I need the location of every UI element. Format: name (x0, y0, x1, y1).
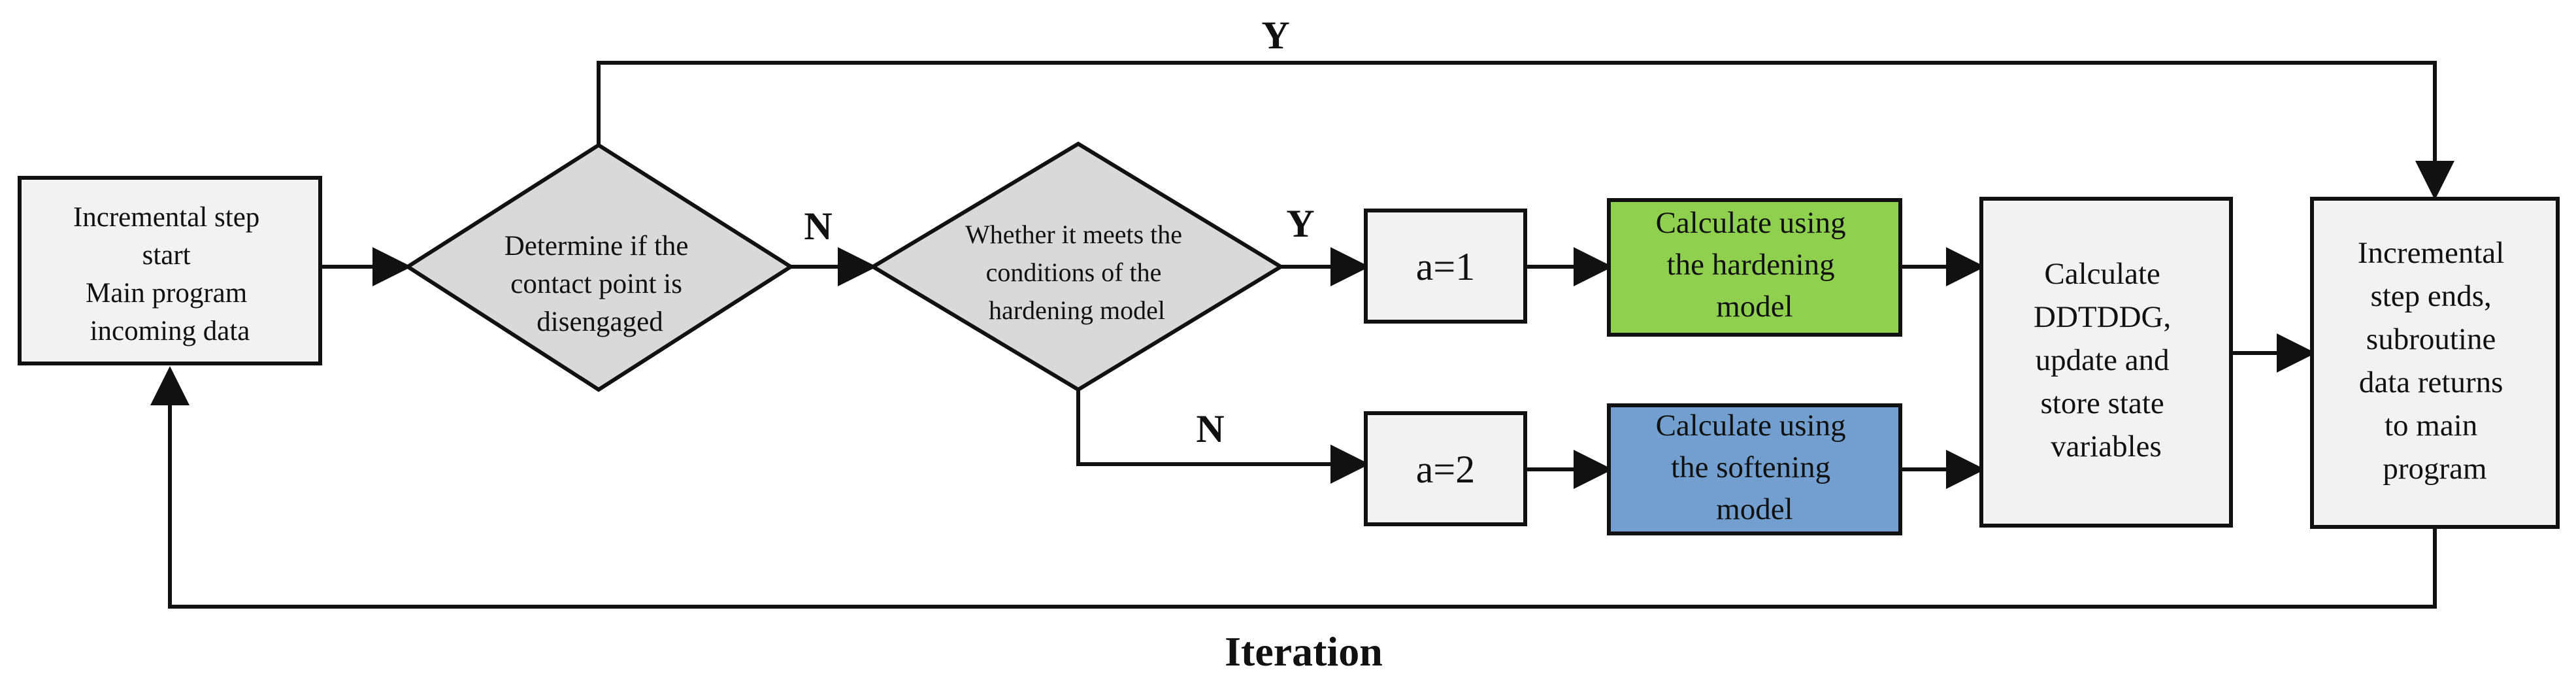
start-text: Incremental step start Main program inco… (73, 202, 267, 346)
edge-label-contact-no: N (804, 205, 832, 248)
edge-label-hardening-no: N (1196, 407, 1224, 450)
node-a2: a=2 (1364, 411, 1527, 526)
node-softening-calc: Calculate using the softening model (1607, 403, 1902, 535)
a1-text: a=1 (1416, 245, 1475, 288)
contact-decision-diamond (404, 143, 795, 392)
loop-label-iteration: Iteration (1225, 628, 1383, 675)
softening-calc-box (1607, 403, 1902, 535)
contact-decision-text: Determine if the contact point is diseng… (504, 231, 696, 337)
end-text: Incremental step ends, subroutine data r… (2358, 236, 2512, 486)
hardening-decision-diamond (869, 141, 1285, 392)
hardening-calc-text: Calculate using the hardening model (1656, 206, 1854, 324)
node-start: Incremental step start Main program inco… (18, 176, 322, 365)
node-update-state: Calculate DDTDDG, update and store state… (1979, 197, 2233, 528)
update-state-text: Calculate DDTDDG, update and store state… (2034, 257, 2179, 463)
softening-calc-text: Calculate using the softening model (1656, 409, 1854, 526)
edge-iteration-loop (150, 366, 2437, 609)
node-a1: a=1 (1364, 209, 1527, 324)
edge-hardening-no (1076, 390, 1370, 484)
a2-text: a=2 (1416, 448, 1475, 491)
edge-label-hardening-yes: Y (1286, 202, 1314, 245)
node-hardening-calc: Calculate using the hardening model (1607, 198, 1902, 337)
a1-box (1364, 209, 1527, 324)
hardening-decision-text: Whether it meets the conditions of the h… (965, 220, 1189, 325)
connectors (150, 61, 2454, 609)
end-box (2310, 197, 2560, 529)
update-state-box (1979, 197, 2233, 528)
hardening-calc-box (1607, 198, 1902, 337)
edge-top-yes (597, 61, 2454, 200)
start-box (18, 176, 322, 365)
node-end: Incremental step ends, subroutine data r… (2310, 197, 2560, 529)
edge-label-top-yes: Y (1261, 14, 1289, 57)
node-contact-decision: Determine if the contact point is diseng… (404, 143, 795, 392)
node-hardening-decision: Whether it meets the conditions of the h… (869, 141, 1285, 392)
a2-box (1364, 411, 1527, 526)
